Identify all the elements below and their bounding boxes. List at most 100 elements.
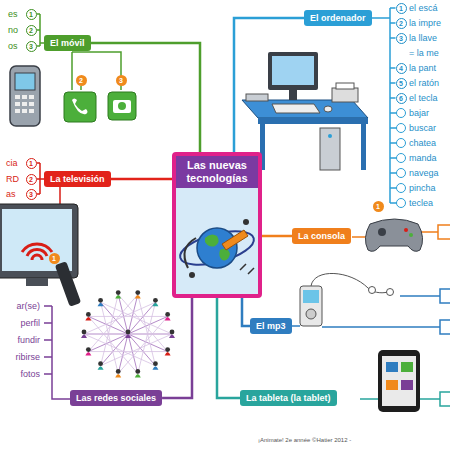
network-line [101, 334, 172, 366]
movil-leaders [37, 14, 121, 90]
social-network [81, 290, 175, 377]
mp3-player [300, 286, 322, 326]
callout-number: 1 [26, 158, 37, 169]
computer-desk [324, 106, 332, 112]
list-markers [397, 154, 406, 163]
camera-icon [108, 92, 136, 120]
network-line [84, 334, 155, 366]
branch-connector [217, 298, 240, 398]
network-line [128, 334, 172, 335]
center-picture [184, 238, 196, 268]
person-figure [135, 369, 141, 377]
person-body [169, 335, 175, 339]
computer-desk [272, 104, 320, 113]
mobile-phone [29, 109, 34, 113]
person-body [98, 303, 104, 307]
node-text: El móvil [50, 37, 85, 49]
network-line [88, 295, 137, 352]
center-picture [174, 154, 260, 296]
item-text: ribirse [2, 351, 40, 363]
callout-number: 3 [396, 33, 407, 44]
branch-box: El ordenador [304, 10, 372, 26]
list-markers [397, 124, 406, 133]
node-text: Las redes sociales [76, 392, 156, 404]
person-head [165, 347, 170, 352]
network-line [138, 295, 156, 366]
network-line [101, 302, 119, 373]
tablet-leaders [440, 392, 450, 406]
branch-box: La tableta (la tablet) [240, 390, 337, 406]
person-body [152, 303, 158, 307]
item-text: navega [409, 167, 439, 179]
phone-icon [64, 92, 96, 122]
item-text: cia [6, 157, 18, 169]
computer-desk [246, 94, 268, 101]
person-body [85, 352, 91, 356]
television [22, 244, 52, 260]
mobile-phone [15, 102, 20, 106]
computer-leaders [370, 8, 397, 203]
item-text: fotos [2, 368, 40, 380]
television [55, 261, 81, 306]
television [26, 278, 48, 286]
network-line [84, 302, 155, 334]
branch-box: Las redes sociales [70, 390, 162, 406]
branch-box: El mp3 [250, 318, 292, 334]
game-controller [409, 233, 413, 237]
mobile-phone [29, 95, 34, 99]
mp3-leaders [290, 289, 450, 334]
social-leaders [44, 306, 70, 399]
movil-leaders [72, 52, 121, 90]
camera-icon [113, 100, 131, 113]
phone-icon [64, 92, 96, 122]
branch-connector [242, 298, 250, 326]
mobile-phone [10, 66, 40, 126]
list-markers [397, 109, 406, 118]
footer-credit: ¡Animate! 2e année ©Hatier 2012 - [258, 436, 351, 444]
callout-number: 1 [396, 3, 407, 14]
computer-desk [268, 52, 318, 90]
mp3-player [306, 309, 316, 319]
callout-number: 4 [396, 63, 407, 74]
mp3-player [311, 273, 388, 292]
item-text: ar(se) [2, 300, 40, 312]
mp3-player [387, 289, 394, 296]
callout-number: 2 [26, 25, 37, 36]
network-line [101, 295, 119, 366]
network-line [88, 334, 128, 352]
mp3-leaders [440, 289, 450, 303]
center-picture [174, 154, 260, 296]
item-text: la impre [409, 17, 441, 29]
person-figure [152, 298, 158, 306]
mp3-leaders [440, 320, 450, 334]
person-body [125, 335, 131, 339]
tablet [401, 362, 413, 372]
callout-number: 1 [26, 9, 37, 20]
mp3-player [303, 290, 319, 303]
person-figure [85, 312, 91, 320]
callout-number: 2 [26, 174, 37, 185]
camera-icon [118, 102, 126, 110]
center-picture [197, 228, 237, 268]
center-picture [243, 219, 249, 225]
item-text: no [8, 24, 18, 36]
person-body [115, 374, 121, 378]
network-line [128, 334, 168, 352]
person-head [153, 298, 158, 303]
node-text: La tableta (la tablet) [246, 392, 331, 404]
computer-desk [361, 124, 366, 170]
item-text: es [8, 8, 18, 20]
item-text: la llave [409, 32, 437, 44]
person-figure [98, 298, 104, 306]
item-text: fundir [2, 334, 40, 346]
person-body [115, 295, 121, 299]
person-body [98, 366, 104, 370]
mobile-phone [22, 109, 27, 113]
item-text: pincha [409, 182, 436, 194]
console-leaders [438, 225, 450, 239]
person-body [152, 366, 158, 370]
item-text: la pant [409, 62, 436, 74]
person-head [116, 369, 121, 374]
